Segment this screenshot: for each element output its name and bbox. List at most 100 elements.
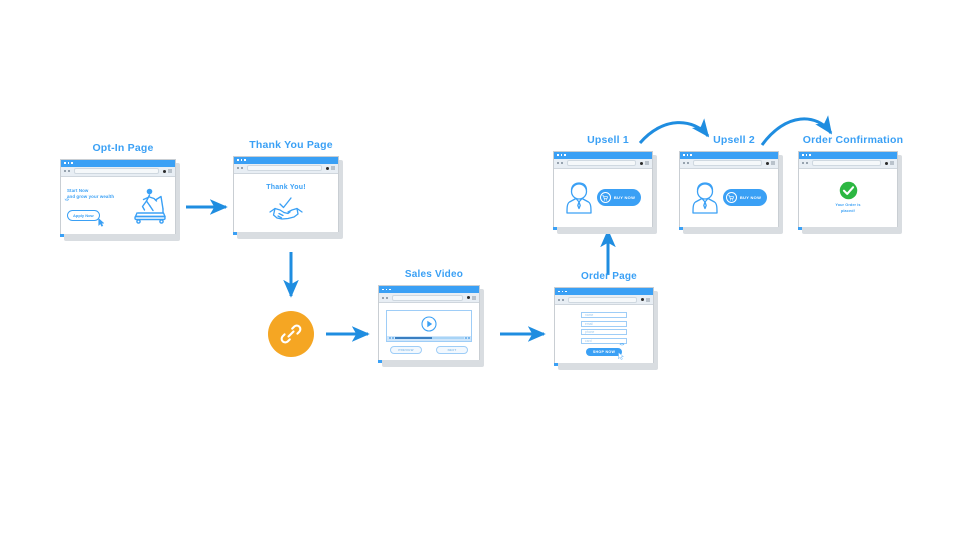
menu-icon[interactable] [645, 161, 649, 165]
node-upsell-2[interactable]: Upsell 2 [679, 134, 789, 234]
window-frame: BUY NOW [553, 150, 653, 227]
video-player[interactable] [386, 309, 472, 342]
shop-now-button[interactable]: SHOP NOW [585, 348, 623, 356]
video-progress-bar[interactable] [394, 336, 464, 340]
fullscreen-icon[interactable] [467, 337, 470, 339]
back-icon[interactable] [802, 162, 804, 164]
click-spark-icon [619, 343, 625, 346]
optin-browser-window[interactable]: Start Now and grow your wealth Apply Now [60, 158, 180, 241]
play-control-icon[interactable] [388, 337, 391, 339]
arrow-upsell2-to-confirmation [760, 115, 833, 146]
link-node[interactable] [268, 311, 314, 357]
click-spark-icon [64, 198, 70, 202]
upsell2-browser-window[interactable]: BUY NOW [679, 150, 783, 234]
window-urlbar[interactable] [379, 293, 479, 303]
video-left-button[interactable]: PREVIEW [390, 345, 422, 354]
node-optin-page[interactable]: Opt-In Page Sta [60, 143, 186, 241]
profile-icon[interactable] [885, 161, 888, 165]
window-urlbar[interactable] [234, 163, 338, 174]
window-urlbar[interactable] [555, 295, 653, 305]
back-icon[interactable] [64, 170, 66, 172]
address-input[interactable] [693, 160, 762, 166]
address-input[interactable] [74, 168, 159, 174]
window-urlbar[interactable] [61, 166, 175, 177]
back-icon[interactable] [382, 296, 384, 299]
salesvideo-browser-window[interactable]: PREVIEW NEXT [378, 285, 484, 367]
menu-icon[interactable] [890, 161, 894, 165]
orderpage-browser-window[interactable]: name email phone card SHOP NOW [554, 287, 658, 370]
menu-icon[interactable] [472, 295, 476, 300]
window-urlbar[interactable] [554, 158, 652, 169]
window-titlebar [234, 156, 338, 164]
node-sales-video[interactable]: Sales Video [378, 270, 490, 367]
forward-icon[interactable] [241, 167, 243, 169]
optin-headline: Start Now and grow your wealth [67, 188, 129, 201]
address-input[interactable] [812, 160, 881, 166]
field-name[interactable]: name [581, 312, 627, 318]
apply-now-button[interactable]: Apply Now [67, 210, 100, 222]
confirmation-canvas: Your Order is placed! [799, 168, 897, 227]
forward-icon[interactable] [386, 296, 388, 299]
salesvideo-canvas: PREVIEW NEXT [379, 303, 479, 360]
shopping-cart-icon [599, 192, 611, 203]
shopping-cart-icon [725, 192, 737, 203]
window-frame: Start Now and grow your wealth Apply Now [60, 158, 176, 234]
buy-now-button-2[interactable]: BUY NOW [722, 189, 768, 206]
window-urlbar[interactable] [799, 158, 897, 169]
menu-icon[interactable] [331, 166, 335, 170]
video-right-button[interactable]: NEXT [436, 345, 468, 354]
node-upsell-1[interactable]: Upsell 1 [553, 134, 663, 234]
forward-icon[interactable] [68, 170, 70, 172]
node-thank-you-page[interactable]: Thank You Page Thank You! [233, 140, 349, 239]
profile-icon[interactable] [326, 166, 329, 170]
confirmation-message-line1: Your Order is [835, 202, 861, 207]
handshake-check-icon [269, 197, 303, 220]
pause-control-icon[interactable] [391, 337, 394, 339]
confirmation-browser-window[interactable]: Your Order is placed! [798, 150, 902, 234]
menu-icon[interactable] [646, 297, 650, 302]
play-button-icon[interactable] [421, 315, 437, 332]
field-card[interactable]: card [581, 337, 627, 344]
upsell1-browser-window[interactable]: BUY NOW [553, 150, 657, 234]
profile-icon[interactable] [640, 161, 643, 165]
window-titlebar [379, 286, 479, 293]
window-urlbar[interactable] [680, 158, 778, 169]
buy-now-button-1[interactable]: BUY NOW [596, 189, 642, 206]
profile-icon[interactable] [163, 169, 166, 173]
node-order-page[interactable]: Order Page name email p [554, 271, 664, 370]
node-order-confirmation[interactable]: Order Confirmation [798, 135, 908, 234]
address-input[interactable] [247, 165, 322, 171]
order-form[interactable]: name email phone card SHOP NOW [555, 305, 653, 363]
back-icon[interactable] [683, 162, 685, 164]
address-input[interactable] [567, 160, 636, 166]
window-titlebar [680, 151, 778, 159]
address-input[interactable] [392, 294, 463, 301]
buy-now-label-1: BUY NOW [613, 195, 636, 200]
back-icon[interactable] [558, 298, 560, 301]
upsell-1-title: Upsell 1 [587, 134, 629, 146]
thankyou-browser-window[interactable]: Thank You! [233, 155, 343, 239]
field-email[interactable]: email [581, 320, 627, 327]
forward-icon[interactable] [562, 298, 564, 301]
order-page-title: Order Page [581, 271, 637, 282]
menu-icon[interactable] [771, 161, 775, 165]
forward-icon[interactable] [687, 162, 689, 164]
field-phone[interactable]: phone [581, 329, 627, 335]
buy-now-label-2: BUY NOW [739, 195, 762, 200]
forward-icon[interactable] [561, 162, 563, 164]
back-icon[interactable] [237, 167, 239, 169]
profile-icon[interactable] [467, 296, 470, 299]
upsell-2-title: Upsell 2 [713, 134, 755, 146]
profile-icon[interactable] [766, 161, 769, 165]
menu-icon[interactable] [168, 169, 172, 173]
forward-icon[interactable] [806, 162, 808, 164]
video-controls[interactable] [387, 335, 471, 341]
back-icon[interactable] [557, 162, 559, 164]
address-input[interactable] [568, 296, 637, 303]
window-frame: name email phone card SHOP NOW [554, 287, 654, 363]
volume-icon[interactable] [464, 337, 467, 339]
profile-icon[interactable] [641, 298, 644, 301]
window-frame: BUY NOW [679, 150, 779, 227]
optin-canvas: Start Now and grow your wealth Apply Now [61, 176, 175, 234]
